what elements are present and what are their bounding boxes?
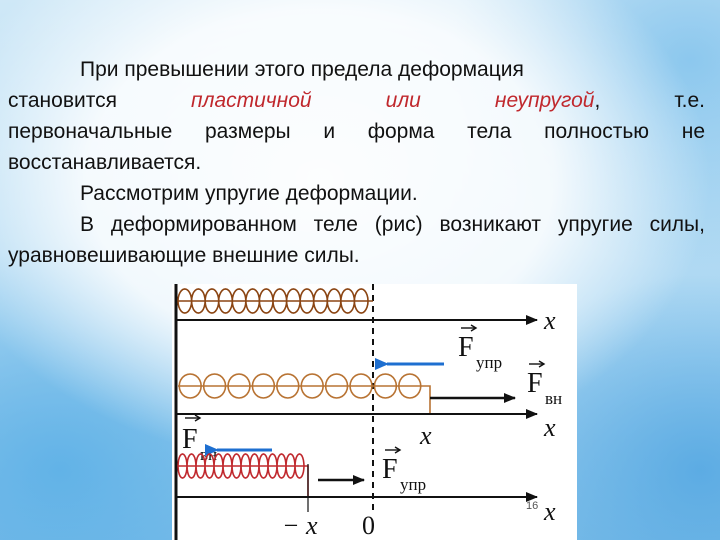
slide-number: 16 [526,500,538,512]
paragraph-1-rest: первоначальные размеры и форма тела полн… [8,120,705,174]
force-external-label-row-2: F вн [527,360,562,408]
paragraph-3: В деформированном теле (рис) возникают у… [8,213,705,267]
term-inelastic: неупругой [494,89,595,112]
force-external-subscript: вн [545,389,562,408]
paragraph-2: Рассмотрим упругие деформации. [80,182,418,205]
spring-deformation-figure: x x F упр F вн x F вн [172,284,577,540]
force-elastic-label-row-3: F упр [382,446,426,494]
displacement-x-label: x [419,421,432,450]
force-external-symbol-row-3: F [182,424,198,455]
spring-compressed [177,453,309,497]
word-becomes: становится [8,89,117,112]
force-elastic-label-row-2: F упр [458,324,502,372]
slide-text: При превышении этого предела деформация … [8,54,705,271]
origin-zero-label: 0 [362,511,375,540]
line-2-ending: , т.е. [594,89,706,112]
paragraph-1-line-1: При превышении этого предела деформация [80,58,524,81]
axis-x-label-row-2: x [543,413,556,442]
term-plastic: пластичной [191,89,312,112]
force-external-symbol: F [527,368,543,399]
spring-relaxed [177,288,373,314]
force-elastic-symbol-row-3: F [382,454,398,485]
word-or: или [385,89,421,112]
neg-x-label: − x [282,511,318,540]
axis-x-label-row-1: x [543,306,556,335]
force-elastic-subscript-row-3: упр [400,475,426,494]
force-elastic-subscript: упр [476,353,502,372]
force-elastic-symbol: F [458,332,474,363]
paragraph-1-line-2: становится пластичной или неупругой, т.е… [8,85,705,116]
spring-stretched [178,373,431,414]
axis-x-label-row-3: x [543,497,556,526]
